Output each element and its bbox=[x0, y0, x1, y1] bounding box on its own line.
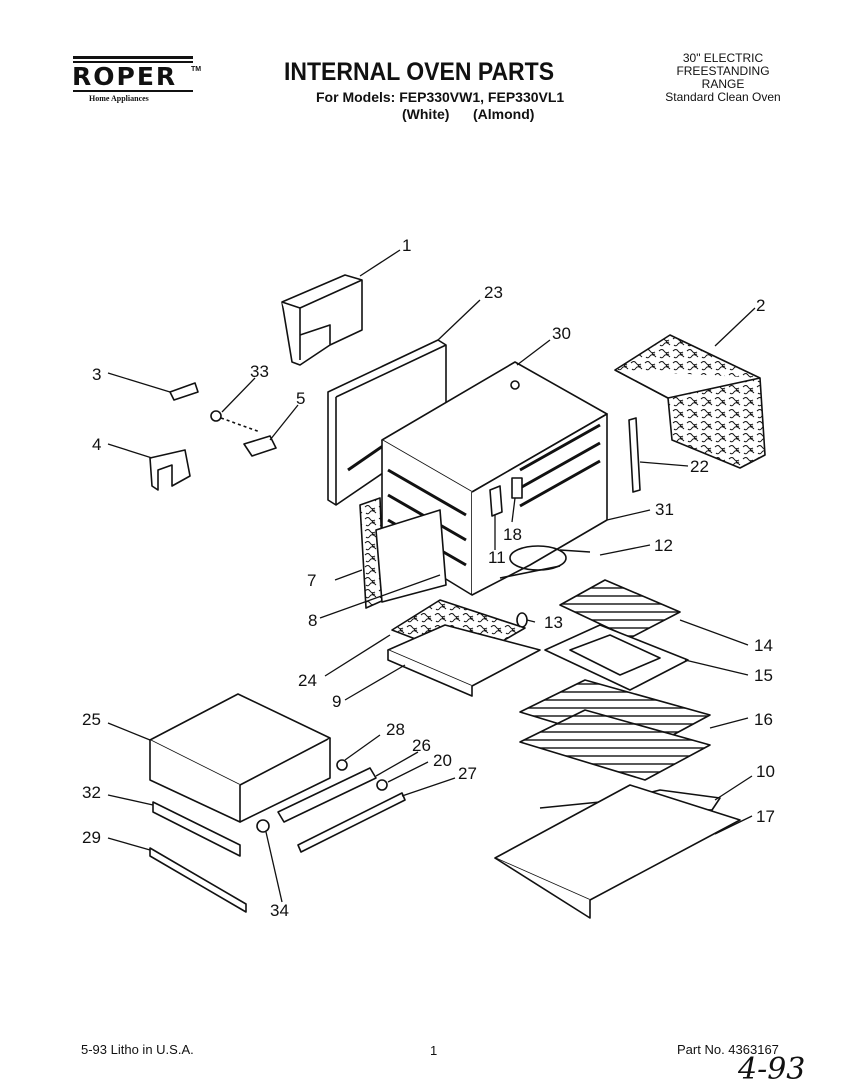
logo-brand: ROPER bbox=[72, 62, 178, 91]
part-13-socket bbox=[516, 612, 528, 628]
roper-logo: ROPER TM Home Appliances bbox=[68, 56, 208, 106]
callout-32: 32 bbox=[82, 783, 101, 802]
models-line: For Models: FEP330VW1, FEP330VL1 bbox=[316, 89, 565, 105]
part-14-broil-grid bbox=[559, 579, 681, 639]
part-3-screw bbox=[169, 382, 199, 401]
part-11-clip bbox=[489, 485, 503, 517]
part-29-rail bbox=[149, 847, 247, 913]
product-line-3: RANGE bbox=[701, 77, 745, 91]
footer-part-number: Part No. 4363167 bbox=[677, 1042, 779, 1057]
logo-bottom-bar bbox=[73, 90, 193, 92]
part-27-strip bbox=[297, 792, 406, 853]
part-4-bracket bbox=[149, 449, 191, 491]
page-title: INTERNAL OVEN PARTS bbox=[284, 58, 555, 86]
footer-page-number: 1 bbox=[430, 1043, 438, 1058]
logo-tagline: Home Appliances bbox=[89, 94, 149, 103]
callout-15: 15 bbox=[754, 666, 773, 685]
callout-14: 14 bbox=[754, 636, 773, 655]
part-17-cover bbox=[494, 784, 741, 919]
callout-22: 22 bbox=[690, 457, 709, 476]
footer-date-litho: 5-93 Litho in U.S.A. bbox=[81, 1042, 194, 1057]
callout-18: 18 bbox=[503, 525, 522, 544]
product-line-4: Standard Clean Oven bbox=[665, 90, 781, 104]
callout-24: 24 bbox=[298, 671, 317, 690]
logo-top-bar-2 bbox=[73, 61, 193, 63]
callout-34: 34 bbox=[270, 901, 289, 920]
callout-27: 27 bbox=[458, 764, 477, 783]
callout-12: 12 bbox=[654, 536, 673, 555]
callout-11: 11 bbox=[488, 548, 506, 567]
handwritten-date: 4-93 bbox=[738, 1052, 806, 1087]
color-almond: (Almond) bbox=[473, 106, 535, 122]
part-18-sensor bbox=[511, 477, 523, 499]
callout-33: 33 bbox=[250, 362, 269, 381]
callout-17: 17 bbox=[756, 807, 775, 826]
part-16-racks bbox=[519, 679, 711, 781]
callout-28: 28 bbox=[386, 720, 405, 739]
part-22-strip bbox=[628, 417, 641, 493]
part-2-insulation bbox=[614, 334, 766, 469]
part-20-washer bbox=[376, 779, 388, 791]
callout-16: 16 bbox=[754, 710, 773, 729]
callout-4: 4 bbox=[92, 435, 101, 454]
callout-1: 1 bbox=[402, 236, 411, 255]
callout-31: 31 bbox=[655, 500, 674, 519]
color-white: (White) bbox=[402, 106, 450, 122]
part-15-broil-pan bbox=[544, 624, 689, 691]
part-34-knob bbox=[256, 819, 270, 833]
part-1-bracket bbox=[281, 274, 363, 366]
callout-29: 29 bbox=[82, 828, 101, 847]
callout-25: 25 bbox=[82, 710, 101, 729]
part-9-pan bbox=[387, 624, 541, 697]
callout-5: 5 bbox=[296, 389, 305, 408]
callout-labels: 1 23 30 2 3 33 5 4 22 31 18 11 12 7 13 8… bbox=[82, 236, 775, 920]
callout-23: 23 bbox=[484, 283, 503, 302]
callout-26: 26 bbox=[412, 736, 431, 755]
part-28-screw bbox=[336, 759, 348, 771]
part-26-panel bbox=[277, 767, 377, 823]
callout-8: 8 bbox=[308, 611, 317, 630]
leader-lines bbox=[107, 249, 756, 903]
part-5-clip bbox=[243, 435, 277, 457]
part-32-rail bbox=[152, 801, 241, 857]
callout-7: 7 bbox=[307, 571, 316, 590]
callout-2: 2 bbox=[756, 296, 765, 315]
product-description: 30" ELECTRIC FREESTANDING RANGE Standard… bbox=[648, 52, 798, 104]
callout-13: 13 bbox=[544, 613, 563, 632]
part-25-drawer bbox=[149, 693, 331, 823]
logo-top-bar bbox=[73, 56, 193, 59]
part-12-element bbox=[499, 545, 591, 579]
logo-trademark: TM bbox=[191, 66, 202, 73]
product-line-1: 30" ELECTRIC bbox=[682, 51, 764, 65]
callout-20: 20 bbox=[433, 751, 452, 770]
callout-3: 3 bbox=[92, 365, 101, 384]
product-line-2: FREESTANDING bbox=[676, 64, 770, 78]
part-33-screw bbox=[210, 410, 261, 433]
callout-10: 10 bbox=[756, 762, 775, 781]
callout-9: 9 bbox=[332, 692, 341, 711]
callout-30: 30 bbox=[552, 324, 571, 343]
